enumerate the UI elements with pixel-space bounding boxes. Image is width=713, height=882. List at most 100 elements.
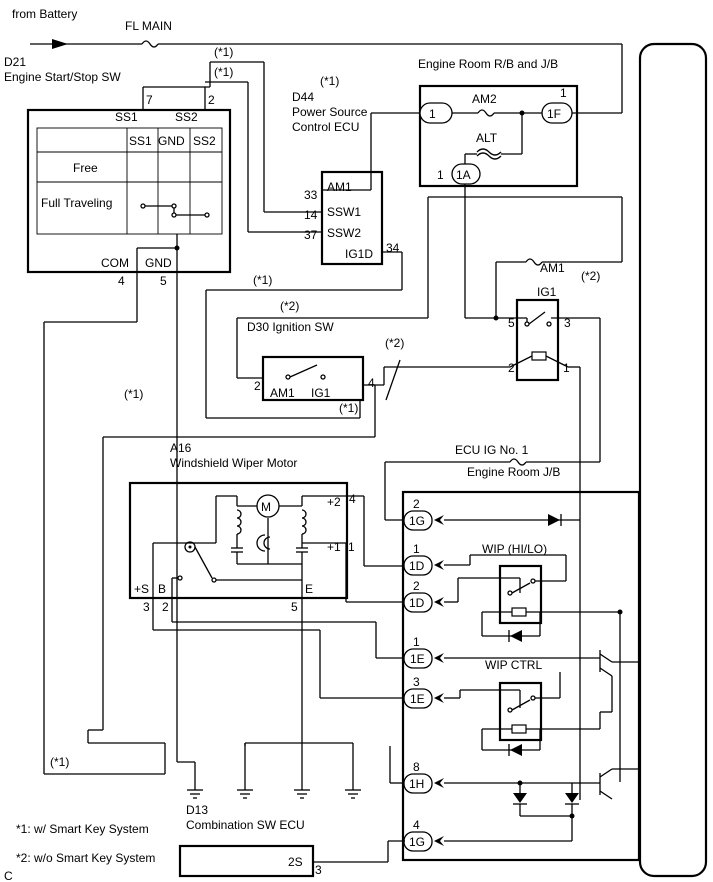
ground-symbols [187, 742, 361, 799]
motor-m: M [261, 500, 271, 514]
fl-main-label: FL MAIN [125, 19, 172, 33]
footnote-2: *2: w/o Smart Key System [16, 851, 155, 865]
arrow-icon-5 [434, 693, 444, 703]
e-label: E [305, 582, 313, 596]
battery-feed: from Battery FL MAIN [12, 7, 623, 114]
connector-1g-top [403, 510, 433, 531]
diode-icon-1 [548, 514, 560, 526]
d13-combination-ecu: D13 Combination SW ECU 1G 2 1D 1 1D 2 1E… [186, 472, 641, 862]
figure-letter: C [4, 869, 13, 882]
engine-room-jb-label: Engine Room J/B [467, 465, 560, 479]
fuse-icon [141, 40, 159, 48]
arrow-icon-2 [434, 560, 444, 570]
inductor-left-icon [236, 509, 242, 535]
d44-note: (*1) [320, 74, 339, 88]
conn-label-1: 1 [429, 107, 436, 121]
d44-name2: Control ECU [292, 120, 359, 134]
pin-1-ig1: 1 [563, 361, 570, 375]
battery-label: from Battery [12, 7, 77, 21]
am1-fuse-icon [525, 258, 543, 266]
bottom-2s-connector: 2S 3 [178, 840, 405, 878]
d44-name1: Power Source [292, 105, 368, 119]
note-b: (*1) [214, 65, 233, 79]
ecu-ig-label: ECU IG No. 1 [455, 443, 529, 457]
connector-1d-b [403, 592, 433, 613]
d44-label: D44 [292, 90, 314, 104]
ssw2-pin-label: SSW2 [327, 226, 361, 240]
am2-fuse-icon [477, 109, 495, 117]
pin-5-a16: 5 [291, 600, 298, 614]
note-h: (*1) [50, 755, 69, 769]
pin-3-1e: 3 [413, 675, 420, 689]
c-1h: 1H [409, 777, 424, 791]
note-g: (*1) [124, 387, 143, 401]
pin-1f: 1 [560, 86, 567, 100]
arrow-icon-1 [434, 515, 444, 525]
diode-icon-4 [513, 793, 527, 803]
switch-table [36, 127, 223, 235]
pin-14: 14 [304, 208, 318, 222]
pin-2-ig1: 2 [508, 361, 515, 375]
pin-1-1e: 1 [413, 635, 420, 649]
connector-1e-a [403, 648, 433, 669]
com-label: COM [101, 256, 129, 270]
d21-label: D21 [4, 55, 26, 69]
pin-2-d30: 2 [254, 379, 261, 393]
coil-icon [531, 351, 547, 361]
plus-s-label: +S [134, 582, 149, 596]
c-1g-a: 1G [409, 514, 425, 528]
pin-33: 33 [304, 188, 318, 202]
pin-3-2s: 3 [315, 863, 322, 877]
arrow-icon-4 [434, 653, 444, 663]
ig1d-pin-label: IG1D [345, 247, 373, 261]
d21-start-stop-switch: D21 Engine Start/Stop SW SS1 SS2 7 2 SS1… [4, 55, 232, 775]
a16-name: Windshield Wiper Motor [170, 456, 297, 470]
c-1d-a: 1D [409, 559, 425, 573]
pin-2-a16: 2 [162, 600, 169, 614]
coil-icon-hilo [511, 607, 527, 617]
pin-2-1g: 2 [413, 497, 420, 511]
d30-ignition-switch: (*2) D30 Ignition SW AM1 IG1 2 4 (*2) (*… [50, 196, 623, 769]
inductor-right-icon [301, 509, 307, 535]
ecu-ig-no1: ECU IG No. 1 Engine Room J/B [384, 437, 601, 521]
am1-pin-label: AM1 [327, 180, 352, 194]
2s-label: 2S [288, 855, 303, 869]
diode-icon-5 [565, 793, 579, 803]
am2-label: AM2 [472, 92, 497, 106]
pin-37: 37 [304, 228, 318, 242]
connector-1 [419, 102, 453, 124]
pin-4: 4 [118, 274, 125, 288]
pin-1-1d: 1 [413, 542, 420, 556]
d13-label: D13 [186, 803, 208, 817]
ss1-top: SS1 [115, 110, 138, 124]
arrow-icon-3 [434, 597, 444, 607]
ss2-top: SS2 [175, 110, 198, 124]
pin-2-d21: 2 [208, 93, 215, 107]
note-f: (*1) [339, 401, 358, 415]
am1-fuse-label: AM1 [540, 261, 565, 275]
ig1-relay-label: IG1 [537, 285, 557, 299]
pin-5-ig1: 5 [508, 316, 515, 330]
a16-wiper-motor: A16 Windshield Wiper Motor M +2 4 +1 1 [128, 441, 405, 790]
alt-label: ALT [476, 131, 498, 145]
pin-4-1g: 4 [413, 818, 420, 832]
ecu-ig-fuse-icon [509, 458, 527, 466]
ssw1-pin-label: SSW1 [327, 205, 361, 219]
connector-1d-a [403, 555, 433, 576]
pin-7: 7 [146, 93, 153, 107]
col-ss1: SS1 [129, 134, 152, 148]
d30-am1: AM1 [270, 386, 295, 400]
alt-fuse-icon [476, 148, 502, 156]
b-label: B [158, 582, 166, 596]
pin-34: 34 [386, 241, 400, 255]
row-free: Free [73, 161, 98, 175]
col-gnd: GND [158, 134, 185, 148]
row-full: Full Traveling [41, 196, 112, 210]
conn-label-1a: 1A [456, 168, 471, 182]
pin-1-a16: 1 [348, 540, 355, 554]
note-e: (*2) [385, 336, 404, 350]
conn-label-1f: 1F [547, 107, 561, 121]
pin-2-1d: 2 [413, 579, 420, 593]
d30-label: D30 Ignition SW [247, 320, 334, 334]
